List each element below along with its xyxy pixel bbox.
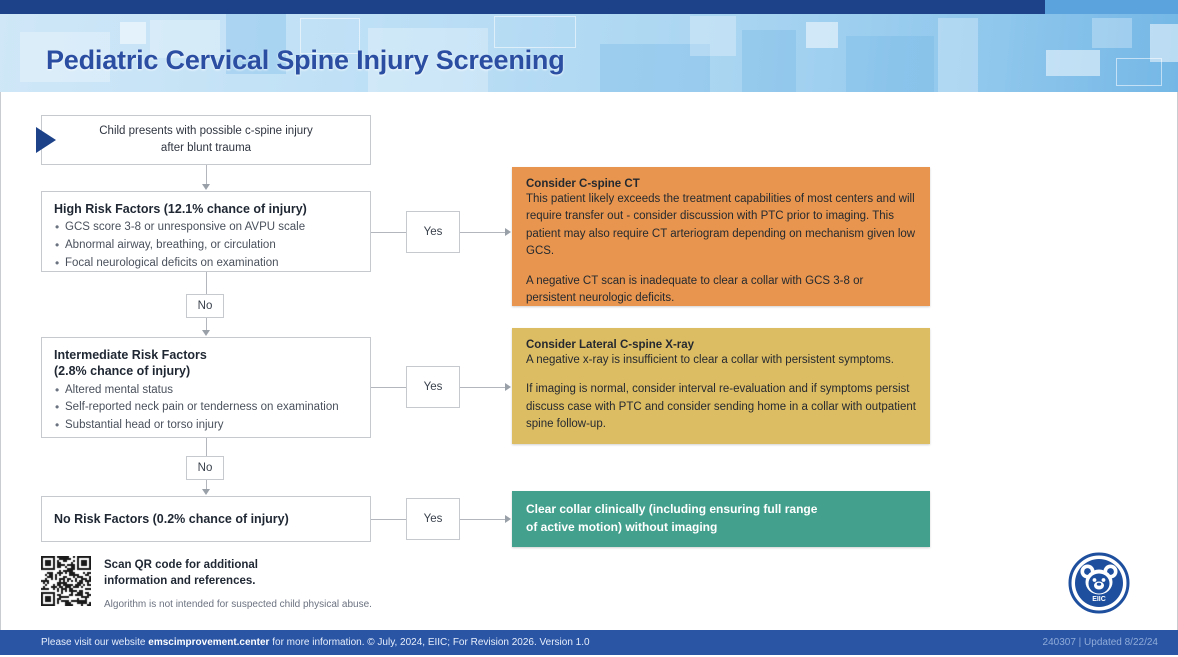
intermediate-risk-list: Altered mental status Self-reported neck… — [54, 381, 358, 435]
header-banner: Pediatric Cervical Spine Injury Screenin… — [0, 14, 1178, 92]
start-triangle-icon — [36, 127, 56, 153]
flow-node-start[interactable]: Child presents with possible c-spine inj… — [41, 115, 371, 165]
xray-panel-paragraph-2: If imaging is normal, consider interval … — [526, 383, 916, 431]
list-item: Substantial head or torso injury — [54, 416, 358, 435]
footer-prefix: Please visit our website — [41, 637, 149, 648]
clear-panel-line-2: of active motion) without imaging — [526, 519, 718, 534]
header-deco-shape — [1092, 18, 1132, 48]
header-deco-shape — [1046, 50, 1100, 76]
header-deco-shape — [120, 22, 146, 44]
footer-bottom-strip — [0, 655, 1178, 657]
svg-text:EIIC: EIIC — [1092, 596, 1106, 603]
no-risk-title: No Risk Factors (0.2% chance of injury) — [54, 511, 289, 526]
connector-start-to-high — [206, 165, 207, 185]
xray-panel-title: Consider Lateral C-spine X-ray — [526, 339, 695, 351]
flow-node-high-risk[interactable]: High Risk Factors (12.1% chance of injur… — [41, 191, 371, 272]
connector-yes-to-clear — [460, 519, 506, 520]
connector-high-to-yes — [371, 232, 406, 233]
header-strip-right — [1045, 0, 1178, 14]
page-title: Pediatric Cervical Spine Injury Screenin… — [46, 45, 565, 75]
footer-suffix: for more information. © July, 2024, EIIC… — [269, 637, 590, 648]
header-deco-shape — [846, 36, 934, 92]
qr-note: Algorithm is not intended for suspected … — [104, 599, 372, 610]
high-risk-title: High Risk Factors (12.1% chance of injur… — [54, 202, 307, 216]
list-item: Self-reported neck pain or tenderness on… — [54, 398, 358, 417]
list-item: Abnormal airway, breathing, or circulati… — [54, 236, 358, 255]
flow-node-no-risk[interactable]: No Risk Factors (0.2% chance of injury) — [41, 496, 371, 542]
result-panel-clear-collar[interactable]: Clear collar clinically (including ensur… — [512, 491, 930, 547]
arrow-right-icon — [505, 227, 511, 236]
connector-intermediate-to-yes — [371, 387, 406, 388]
connector-yes-to-xray — [460, 387, 506, 388]
qr-heading-line-1: Scan QR code for additional — [104, 559, 258, 571]
connector-high-to-no — [206, 272, 207, 294]
result-panel-xray[interactable]: Consider Lateral C-spine X-ray A negativ… — [512, 328, 930, 444]
list-item: Altered mental status — [54, 381, 358, 400]
decision-label-yes-high[interactable]: Yes — [406, 211, 460, 253]
header-deco-shape — [20, 32, 110, 82]
page-header: Pediatric Cervical Spine Injury Screenin… — [0, 0, 1178, 92]
list-item: GCS score 3-8 or unresponsive on AVPU sc… — [54, 218, 358, 237]
start-line-1: Child presents with possible c-spine inj… — [99, 125, 313, 138]
header-deco-shape — [1150, 24, 1178, 62]
decision-label-no-intermediate[interactable]: No — [186, 456, 224, 480]
clear-panel-line-1: Clear collar clinically (including ensur… — [526, 502, 818, 517]
arrow-right-icon — [505, 382, 511, 391]
header-deco-shape — [938, 18, 978, 92]
footer-text: Please visit our website emscimprovement… — [41, 637, 590, 648]
header-deco-shape — [690, 16, 736, 56]
page-footer: Please visit our website emscimprovement… — [0, 630, 1178, 657]
arrow-right-icon — [505, 514, 511, 523]
header-deco-shape — [742, 30, 796, 92]
decision-label-yes-intermediate[interactable]: Yes — [406, 366, 460, 408]
header-deco-shape — [806, 22, 838, 48]
footer-site-link[interactable]: emscimprovement.center — [148, 637, 270, 648]
eiic-bear-logo-icon: EIIC — [1068, 552, 1130, 614]
connector-none-to-yes — [371, 519, 406, 520]
flow-node-intermediate-risk[interactable]: Intermediate Risk Factors (2.8% chance o… — [41, 337, 371, 438]
high-risk-list: GCS score 3-8 or unresponsive on AVPU sc… — [54, 218, 358, 273]
ct-panel-paragraph-1: This patient likely exceeds the treatmen… — [526, 193, 916, 258]
footer-version: 240307 | Updated 8/22/24 — [1042, 637, 1158, 648]
qr-heading-line-2: information and references. — [104, 574, 256, 587]
intermediate-title-line-1: Intermediate Risk Factors — [54, 348, 207, 362]
start-line-2: after blunt trauma — [160, 142, 252, 154]
header-deco-shape — [226, 14, 286, 74]
header-deco-outline — [300, 18, 360, 54]
connector-no-to-none — [206, 480, 207, 489]
decision-label-no-high[interactable]: No — [186, 294, 224, 318]
header-deco-shape — [368, 28, 488, 92]
header-deco-outline — [1116, 58, 1162, 86]
connector-no-to-intermediate — [206, 318, 207, 331]
header-deco-shape — [600, 44, 710, 92]
connector-intermediate-to-no — [206, 438, 207, 456]
ct-panel-title: Consider C-spine CT — [526, 178, 640, 190]
qr-heading: Scan QR code for additional information … — [104, 558, 258, 590]
arrow-down-icon — [201, 184, 210, 190]
ct-panel-paragraph-2: A negative CT scan is inadequate to clea… — [526, 274, 864, 305]
header-deco-outline — [494, 16, 576, 48]
arrow-down-icon — [201, 489, 210, 495]
header-deco-shape — [150, 20, 220, 58]
decision-label-yes-no-risk[interactable]: Yes — [406, 498, 460, 540]
connector-yes-to-ct — [460, 232, 506, 233]
intermediate-title-line-2: (2.8% chance of injury) — [54, 364, 191, 379]
arrow-down-icon — [201, 330, 210, 336]
header-dark-strip — [0, 0, 1045, 14]
list-item: Focal neurological deficits on examinati… — [54, 254, 358, 273]
qr-code-icon[interactable] — [41, 556, 91, 606]
result-panel-ct[interactable]: Consider C-spine CT This patient likely … — [512, 167, 930, 306]
xray-panel-paragraph-1: A negative x-ray is insufficient to clea… — [526, 354, 894, 366]
